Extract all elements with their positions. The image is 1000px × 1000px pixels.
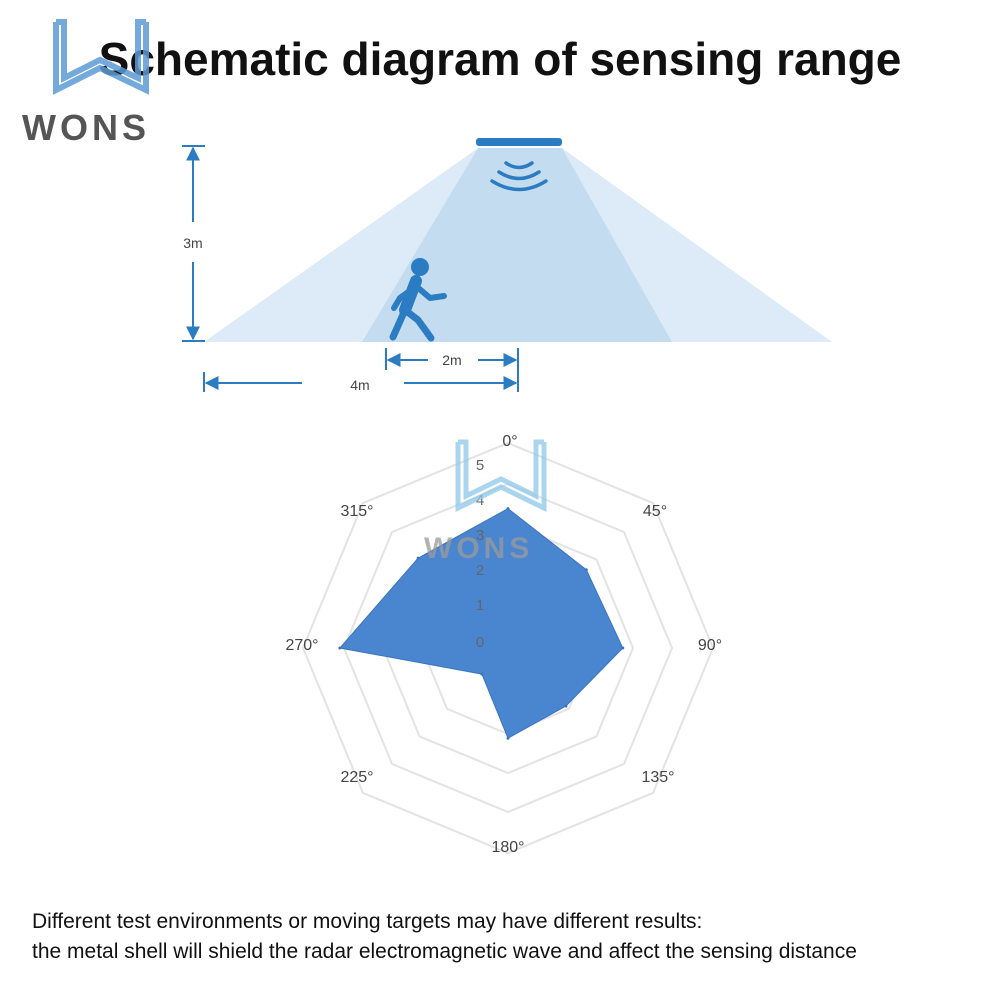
range-point (564, 704, 568, 708)
outer-width-dimension: 4m (203, 372, 518, 393)
radial-tick-label: 4 (476, 492, 484, 509)
watermark-mark-icon (455, 439, 547, 513)
angle-label: 270° (285, 637, 318, 654)
range-point (416, 556, 420, 560)
note-line-2: the metal shell will shield the radar el… (32, 940, 857, 963)
range-point (338, 646, 342, 650)
inner-beam (362, 148, 672, 342)
brand-name: WONS (22, 107, 150, 148)
watermark-logo: WONS (424, 439, 547, 565)
radar-chart: 5 4 3 2 1 0 0° 45° 90° 135° 180° 225° 270° 315° (285, 433, 722, 856)
radial-tick-label: 2 (476, 562, 484, 579)
walking-person-icon (389, 258, 447, 342)
angle-label: 45° (643, 503, 667, 520)
note-line-1: Different test environments or moving ta… (32, 910, 703, 933)
radar-wave-icon (490, 161, 548, 192)
angle-label: 225° (340, 769, 373, 786)
page-title: Schematic diagram of sensing range (98, 33, 902, 85)
grid-ring (342, 482, 674, 814)
grid-ring (301, 441, 715, 855)
height-dimension: 3m (182, 145, 205, 342)
side-view: 3m 2m 4m (182, 138, 832, 393)
angle-label: 180° (491, 839, 524, 856)
angle-label: 90° (698, 637, 722, 654)
radial-tick-label: 1 (476, 597, 484, 614)
radial-tick-label: 5 (476, 457, 484, 474)
range-point (584, 568, 588, 572)
brand-logo: WONS (22, 19, 150, 148)
watermark-text: WONS (424, 532, 533, 565)
range-point (506, 736, 510, 740)
range-point (621, 646, 625, 650)
angle-label: 315° (340, 503, 373, 520)
range-point (480, 672, 484, 676)
height-label: 3m (183, 235, 202, 251)
sensor-icon (476, 138, 562, 146)
angle-label: 135° (641, 769, 674, 786)
angle-label: 0° (502, 433, 517, 450)
radial-tick-label: 3 (476, 527, 484, 544)
inner-width-label: 2m (442, 352, 461, 368)
outer-width-label: 4m (350, 377, 369, 393)
range-point (506, 507, 510, 511)
inner-width-dimension: 2m (385, 348, 519, 392)
logo-mark-icon (53, 19, 149, 95)
radial-tick-label: 0 (476, 634, 484, 651)
